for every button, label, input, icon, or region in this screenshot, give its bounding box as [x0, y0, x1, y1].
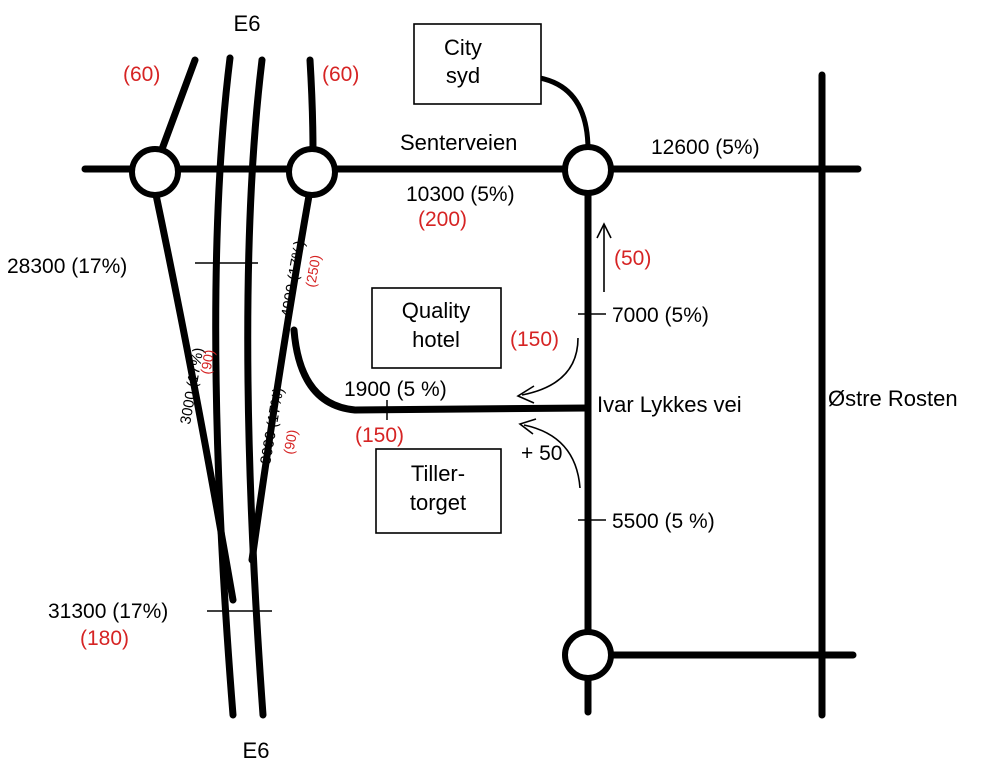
count-e6-north: 28300 (17%) — [7, 255, 127, 278]
arrow-north-icon — [596, 222, 612, 292]
city-syd-line2: syd — [446, 63, 480, 88]
roundabout-south — [562, 629, 614, 681]
ivar-lykkes-vei-road — [290, 326, 592, 414]
ramp-northwest — [154, 56, 199, 164]
count-ivar-turn-red: (150) — [510, 328, 559, 351]
city-syd-box — [413, 23, 542, 105]
ramp-northeast-top — [306, 56, 317, 156]
count-ivar-north-red: (50) — [614, 247, 651, 270]
count-ramp-sw-red: (90) — [197, 348, 217, 375]
count-ramp-top-right: (60) — [322, 63, 359, 86]
roundabout-senterveien-east — [562, 144, 614, 196]
arrow-turn-west-icon — [516, 337, 579, 404]
e6-bottom-label: E6 — [243, 738, 270, 762]
e6-west-carriageway — [212, 54, 237, 719]
roundabout-e6-west — [129, 146, 181, 198]
e6-top-label: E6 — [234, 11, 261, 36]
count-ramp-north-east-red: (250) — [302, 254, 323, 289]
city-syd-line1: City — [444, 35, 482, 60]
count-ivar-west-red: (150) — [355, 424, 404, 447]
ramp-sw — [151, 186, 237, 604]
quality-hotel-line2: hotel — [412, 327, 460, 352]
quality-hotel-line1: Quality — [402, 298, 470, 323]
count-senterveien-mid-red: (200) — [418, 208, 467, 231]
tillertorget-line2: torget — [410, 490, 466, 515]
count-senterveien-mid: 10300 (5%) — [406, 183, 515, 206]
count-e6-south: 31300 (17%) — [48, 600, 168, 623]
count-ramp-se-red: (90) — [280, 428, 300, 455]
ivar-lykkes-vei-label: Ivar Lykkes vei — [597, 392, 742, 417]
tillertorget-line1: Tiller- — [411, 461, 465, 486]
count-senterveien-east: 12600 (5%) — [651, 136, 760, 159]
count-ivar-north: 7000 (5%) — [612, 304, 709, 327]
count-e6-south-red: (180) — [80, 627, 129, 650]
ramp-se — [248, 186, 314, 564]
ostre-rosten-label: Østre Rosten — [828, 386, 958, 411]
senterveien-label: Senterveien — [400, 130, 517, 155]
count-ivar-plus: + 50 — [521, 442, 562, 465]
arrow-turn-north-icon — [518, 418, 581, 489]
count-ramp-top-left: (60) — [123, 63, 160, 86]
tillertorget-box — [375, 448, 502, 534]
quality-hotel-box — [371, 287, 502, 369]
city-syd-access-road — [537, 75, 591, 153]
roundabout-e6-east — [286, 146, 338, 198]
count-ivar-south: 5500 (5 %) — [612, 510, 715, 533]
count-ivar-west: 1900 (5 %) — [344, 378, 447, 401]
e6-east-carriageway — [244, 56, 267, 719]
